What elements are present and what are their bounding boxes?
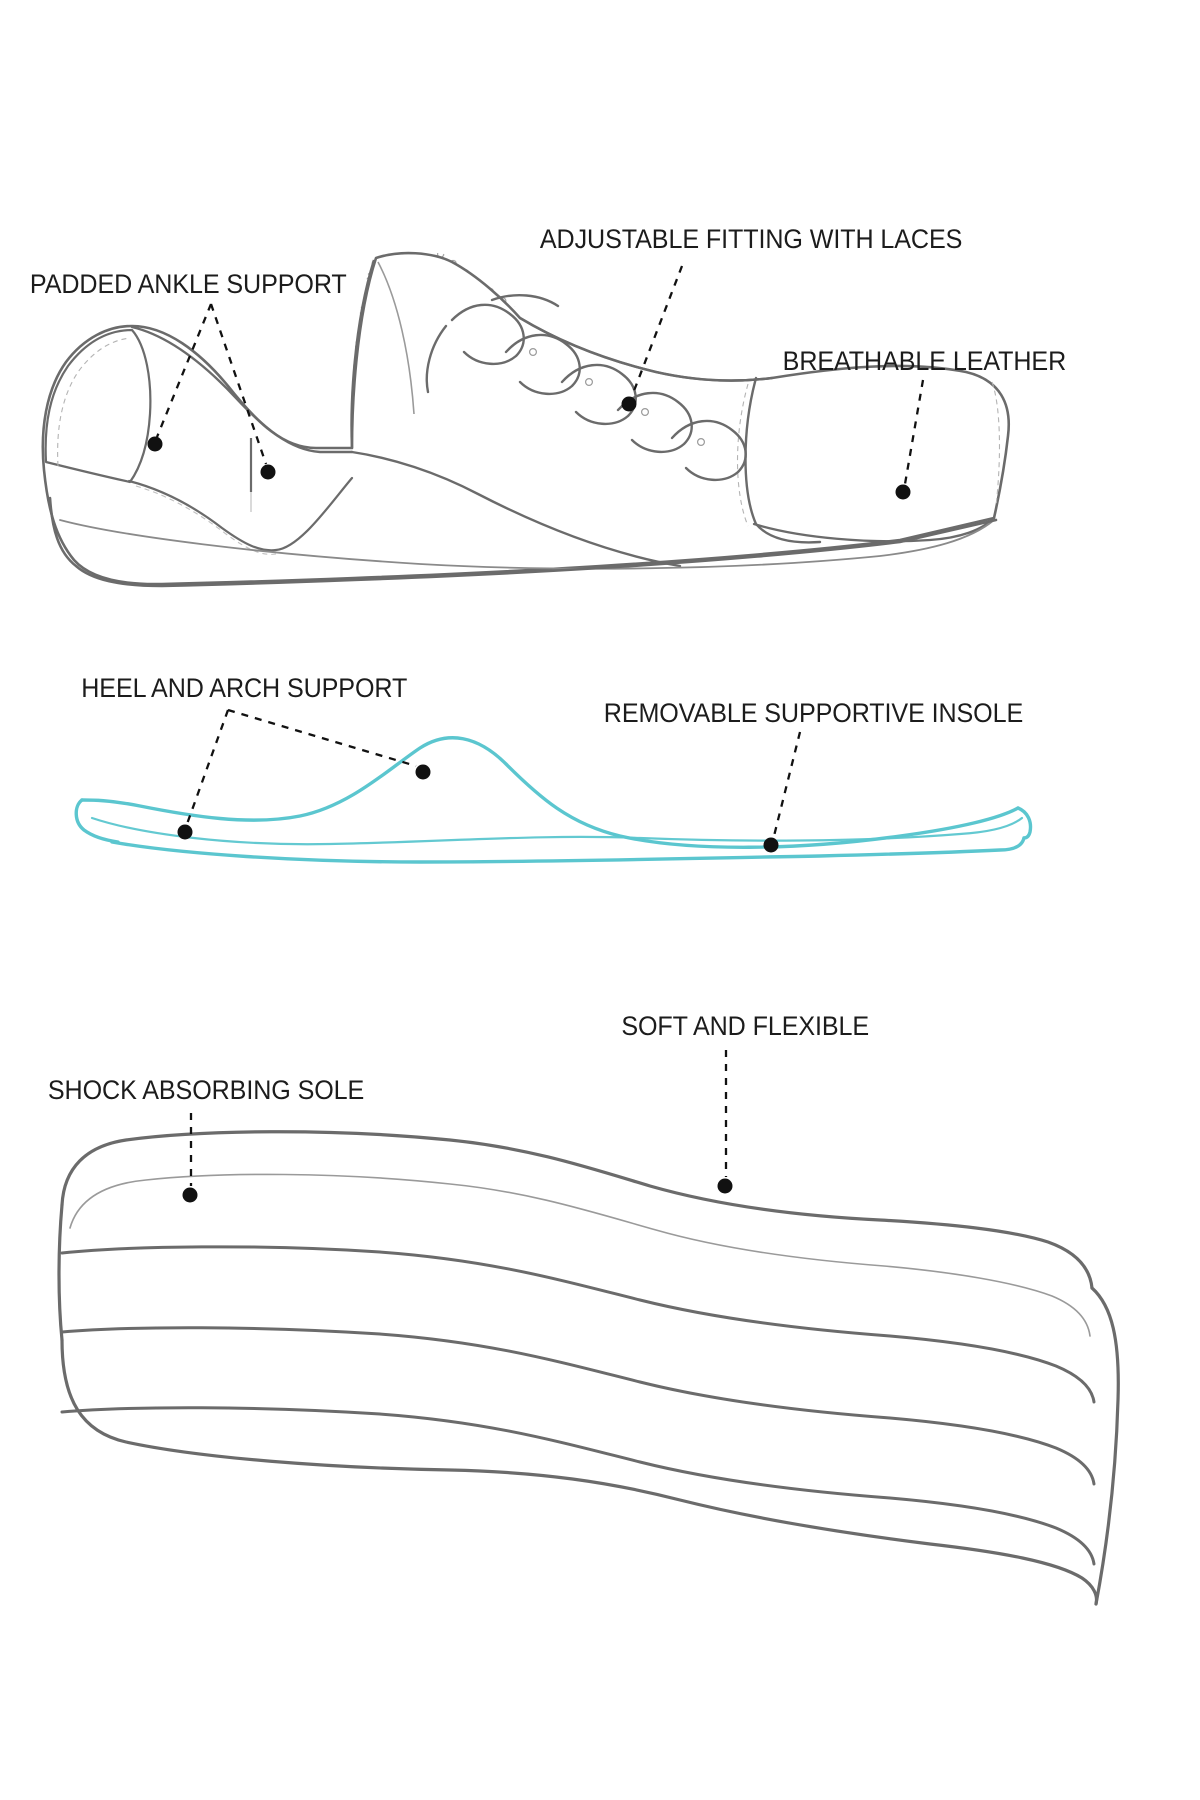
padded-collar-curve [130,325,354,454]
sole-bottom-edge [60,1338,1099,1606]
figure-shoe-side-view [41,251,1011,588]
leader-leather [903,379,925,485]
sole-top-inner-line [69,1173,1091,1337]
eyestay-edge [744,376,822,544]
midsole-top-line [59,519,995,570]
insole-bottom-contour [110,836,1026,864]
sole-layer-line-2 [60,1326,1096,1486]
midsole-bottom-edge [48,496,998,588]
leader-laces [630,265,684,397]
heel-counter-panel [44,328,152,484]
callout-label-padded-ankle-support: PADDED ANKLE SUPPORT [29,269,347,299]
callout-label-removable-supportive-insole: REMOVABLE SUPPORTIVE INSOLE [603,698,1024,728]
insole-toe-tip [1016,806,1033,840]
callout-label-heel-and-arch-support: HEEL AND ARCH SUPPORT [81,673,408,703]
callout-dots [147,396,911,1203]
leader-insole [772,731,802,837]
callout-leader-lines [155,265,925,1186]
dot-soft-flexible [717,1178,733,1194]
heel-collar-stitch [57,337,131,467]
sole-layer-line-1 [60,1245,1096,1404]
callout-label-shock-absorbing-sole: SHOCK ABSORBING SOLE [47,1075,365,1105]
collar-lower-sweep [350,450,682,568]
leader-heel-arch-b [227,708,417,768]
sole-layer-line-3 [60,1406,1096,1566]
shoe-upper-outline [41,251,1011,586]
dot-heel-arch-2 [415,764,431,780]
callout-label-soft-and-flexible: SOFT AND FLEXIBLE [621,1011,870,1041]
sole-heel-left-edge [57,1203,64,1342]
dot-insole [763,837,779,853]
leader-heel-arch-a [185,709,230,825]
quarter-panel-edge [350,259,376,449]
dot-shock [182,1187,198,1203]
sole-toe-right-edge [1090,1286,1120,1606]
shoe-laces [425,294,747,481]
figure-sole-view [57,1130,1120,1606]
dot-leather [895,484,911,500]
callout-label-breathable-leather: BREATHABLE LEATHER [782,346,1067,376]
lace-eyelets [528,348,705,447]
insole-heel-back [74,798,120,844]
leader-padded-ankle-a [155,303,213,438]
insole-inner-line [90,816,1024,846]
leader-padded-ankle-b [209,303,268,465]
eyestay-stitch [737,383,749,527]
dot-laces [621,396,637,412]
insole-top-contour [80,736,1020,849]
figure-insole-view [74,736,1033,864]
sole-top-rim [60,1130,1094,1290]
tongue-edge [377,261,415,415]
dot-padded-ankle-2 [260,464,276,480]
callout-label-adjustable-fitting-with-laces: ADJUSTABLE FITTING WITH LACES [539,224,963,254]
dot-padded-ankle-1 [147,436,163,452]
dot-heel-arch-1 [177,824,193,840]
padded-collar-inner [127,476,354,552]
padded-collar-dashed [135,485,277,555]
